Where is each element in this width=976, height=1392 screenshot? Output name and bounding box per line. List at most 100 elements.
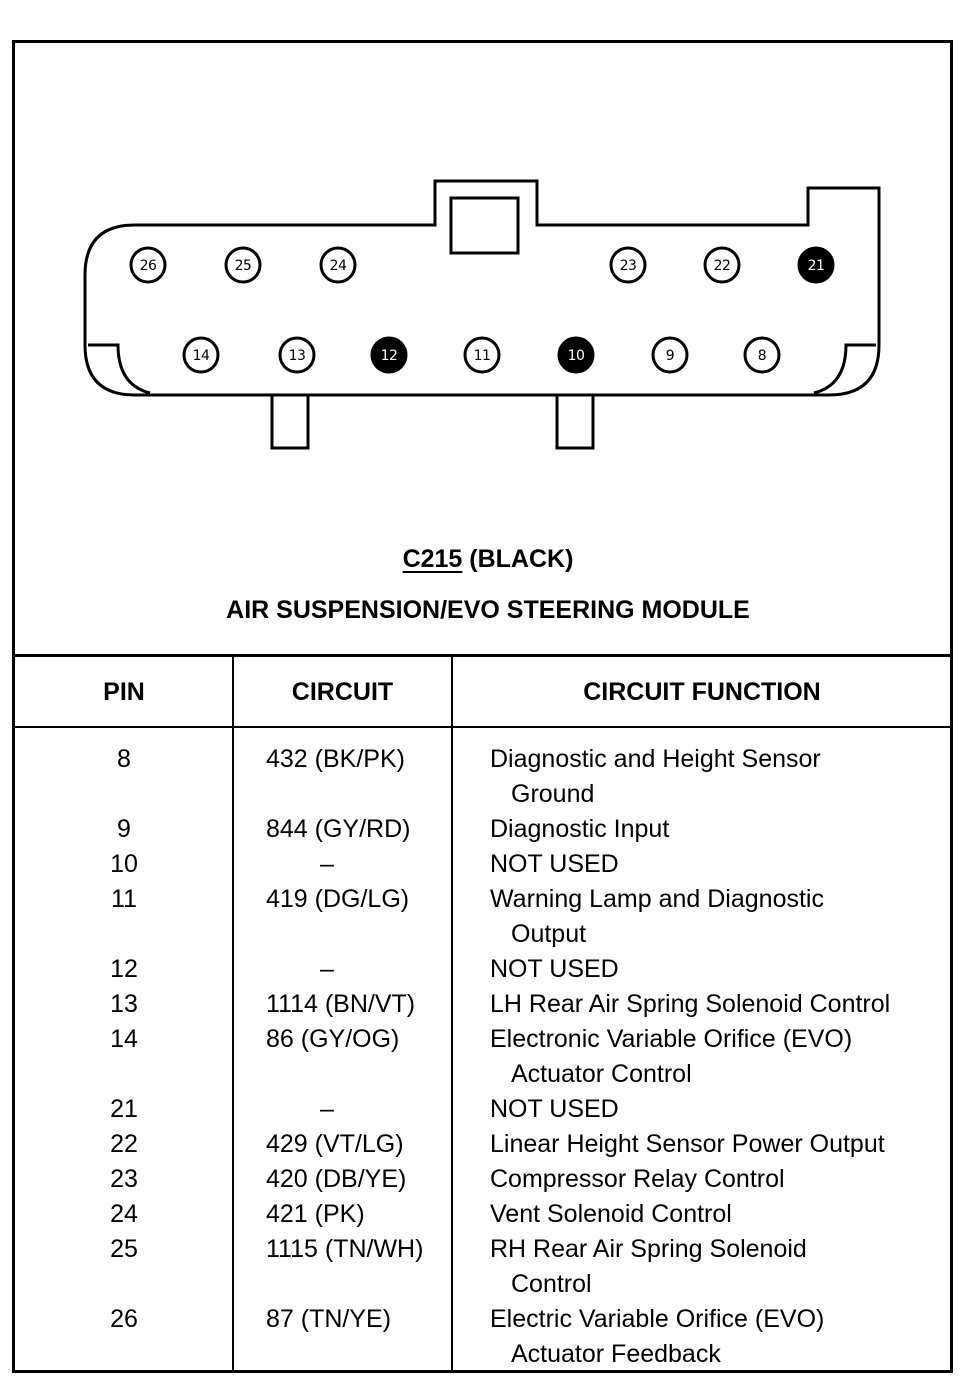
function-text-continued: Actuator Control (511, 1060, 692, 1088)
column-divider-1 (232, 656, 234, 1372)
circuit-cell: 86 (GY/OG) (266, 1025, 400, 1053)
circuit-cell: 429 (VT/LG) (266, 1130, 404, 1158)
pin-number: 25 (235, 258, 252, 274)
circuit-function-cell: Diagnostic Input (490, 812, 950, 847)
pin-circle (319, 246, 357, 284)
function-text: Compressor Relay Control (490, 1165, 785, 1193)
pin-number: 10 (568, 348, 585, 364)
header-circuit-function: CIRCUIT FUNCTION (583, 678, 821, 706)
table-top-rule (14, 654, 952, 657)
circuit-function-cell: Linear Height Sensor Power Output (490, 1127, 950, 1162)
header-pin: PIN (103, 678, 145, 706)
circuit-function-cell: NOT USED (490, 1092, 950, 1127)
pin-cell: 21 (110, 1095, 138, 1123)
pin-cell: 24 (110, 1200, 138, 1228)
function-text: Warning Lamp and Diagnostic (490, 885, 824, 913)
lock-left (88, 343, 151, 395)
circuit-cell: – (320, 955, 334, 983)
circuit-function-cell: NOT USED (490, 847, 950, 882)
pin-circle (224, 246, 262, 284)
latch-inner (449, 196, 520, 255)
pin-cell: 12 (110, 955, 138, 983)
connector-pin-22: 22 (703, 246, 741, 284)
pin-circle (609, 246, 647, 284)
pin-number: 8 (758, 348, 766, 364)
module-title: AIR SUSPENSION/EVO STEERING MODULE (226, 596, 750, 624)
column-divider-2 (451, 656, 453, 1372)
pin-circle (278, 336, 316, 374)
connector-pin-10: 10 (557, 336, 595, 374)
function-text: NOT USED (490, 955, 619, 983)
circuit-function-cell: NOT USED (490, 952, 950, 987)
circuit-cell: 432 (BK/PK) (266, 745, 405, 773)
connector-pin-26: 26 (129, 246, 167, 284)
connector-pin-13: 13 (278, 336, 316, 374)
function-text: Linear Height Sensor Power Output (490, 1130, 885, 1158)
lock-right (813, 343, 876, 395)
connector-pin-14: 14 (182, 336, 220, 374)
function-text: LH Rear Air Spring Solenoid Control (490, 990, 891, 1018)
pin-number: 12 (381, 348, 398, 364)
circuit-function-cell: Compressor Relay Control (490, 1162, 950, 1197)
pin-circle (557, 336, 595, 374)
connector-pin-25: 25 (224, 246, 262, 284)
connector-face-diagram: 26 25 24 23 22 21 14 13 12 11 10 9 8 (83, 179, 881, 450)
function-text: Vent Solenoid Control (490, 1200, 732, 1228)
pin-circle (703, 246, 741, 284)
function-text-continued: Ground (511, 780, 595, 808)
pin-number: 26 (140, 258, 157, 274)
circuit-cell: 420 (DB/YE) (266, 1165, 407, 1193)
pin-cell: 25 (110, 1235, 138, 1263)
table-header-rule (14, 726, 952, 728)
pin-number: 13 (289, 348, 306, 364)
pin-cell: 9 (117, 815, 131, 843)
pin-cell: 11 (111, 885, 137, 913)
circuit-cell: – (320, 850, 334, 878)
connector-pin-12: 12 (370, 336, 408, 374)
circuit-function-cell: Electric Variable Orifice (EVO)Actuator … (490, 1302, 950, 1372)
function-text-continued: Control (511, 1270, 592, 1298)
pin-circle (370, 336, 408, 374)
pin-cell: 13 (110, 990, 138, 1018)
function-text: Electric Variable Orifice (EVO) (490, 1305, 825, 1333)
header-circuit: CIRCUIT (291, 678, 394, 706)
function-text: Diagnostic and Height Sensor (490, 745, 821, 773)
pin-number: 9 (666, 348, 674, 364)
connector-title: C215 (BLACK) (0, 545, 976, 574)
connector-id: C215 (402, 545, 463, 573)
pin-number: 23 (620, 258, 637, 274)
function-text-continued: Output (511, 920, 587, 948)
pin-circle (129, 246, 167, 284)
circuit-cell: 844 (GY/RD) (266, 815, 411, 843)
connector-pin-11: 11 (463, 336, 501, 374)
connector-pin-23: 23 (609, 246, 647, 284)
pin-circle (182, 336, 220, 374)
function-text: NOT USED (490, 1095, 619, 1123)
connector-pin-21: 21 (797, 246, 835, 284)
pin-number: 11 (474, 348, 491, 364)
pin-cell: 14 (110, 1025, 138, 1053)
circuit-function-cell: LH Rear Air Spring Solenoid Control (490, 987, 950, 1022)
circuit-cell: – (320, 1095, 334, 1123)
circuit-cell: 419 (DG/LG) (266, 885, 410, 913)
circuit-cell: 87 (TN/YE) (266, 1305, 392, 1333)
pin-circle (651, 336, 689, 374)
pin-circle (743, 336, 781, 374)
circuit-cell: 1115 (TN/WH) (266, 1235, 424, 1263)
pin-circle (463, 336, 501, 374)
circuit-function-cell: Vent Solenoid Control (490, 1197, 950, 1232)
function-text: RH Rear Air Spring Solenoid (490, 1235, 807, 1263)
connector-pin-24: 24 (319, 246, 357, 284)
pin-cell: 22 (110, 1130, 138, 1158)
pin-cell: 10 (110, 850, 138, 878)
function-text: NOT USED (490, 850, 619, 878)
diagram-frame (12, 40, 953, 1373)
circuit-function-cell: Electronic Variable Orifice (EVO)Actuato… (490, 1022, 950, 1092)
pin-cell: 8 (117, 745, 131, 773)
connector-outline (83, 179, 881, 397)
pin-circle (797, 246, 835, 284)
connector-color: (BLACK) (469, 545, 574, 573)
